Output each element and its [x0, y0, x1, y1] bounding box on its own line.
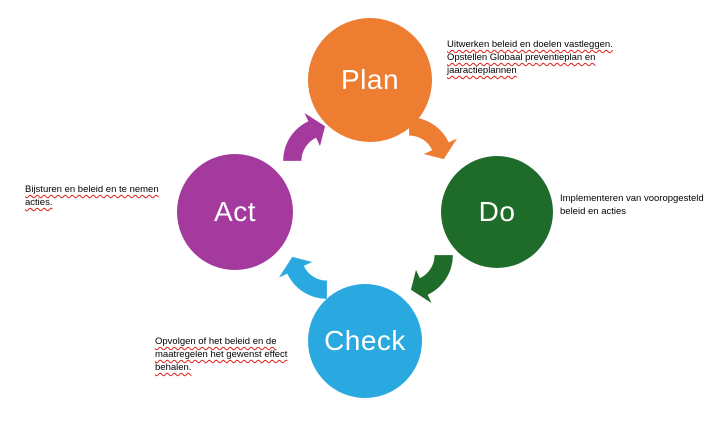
node-act-label: Act — [214, 196, 256, 227]
note-plan: Uitwerken beleid en doelen vastleggen. O… — [447, 39, 613, 76]
note-act: Bijsturen en beleid en te nemen acties. — [25, 184, 159, 208]
arrow-do-to-check-icon — [410, 255, 453, 304]
node-act: Act — [177, 154, 293, 270]
arrow-plan-to-do-icon — [409, 117, 458, 160]
note-check: Opvolgen of het beleid en de maatregelen… — [155, 336, 288, 373]
node-do: Do — [441, 156, 553, 268]
node-plan: Plan — [308, 18, 432, 142]
node-plan-label: Plan — [340, 64, 400, 95]
arrow-do-to-check-shape — [410, 255, 453, 304]
note-do: Implementeren van vooropgesteld beleid e… — [560, 193, 704, 217]
arrow-plan-to-do-shape — [409, 117, 458, 160]
node-check: Check — [308, 284, 422, 398]
arrow-act-to-plan-icon — [283, 112, 326, 161]
node-check-label: Check — [324, 325, 406, 356]
arrow-check-to-act-shape — [278, 256, 327, 299]
node-do-label: Do — [478, 196, 516, 227]
arrow-act-to-plan-shape — [283, 112, 326, 161]
arrow-check-to-act-icon — [278, 256, 327, 299]
